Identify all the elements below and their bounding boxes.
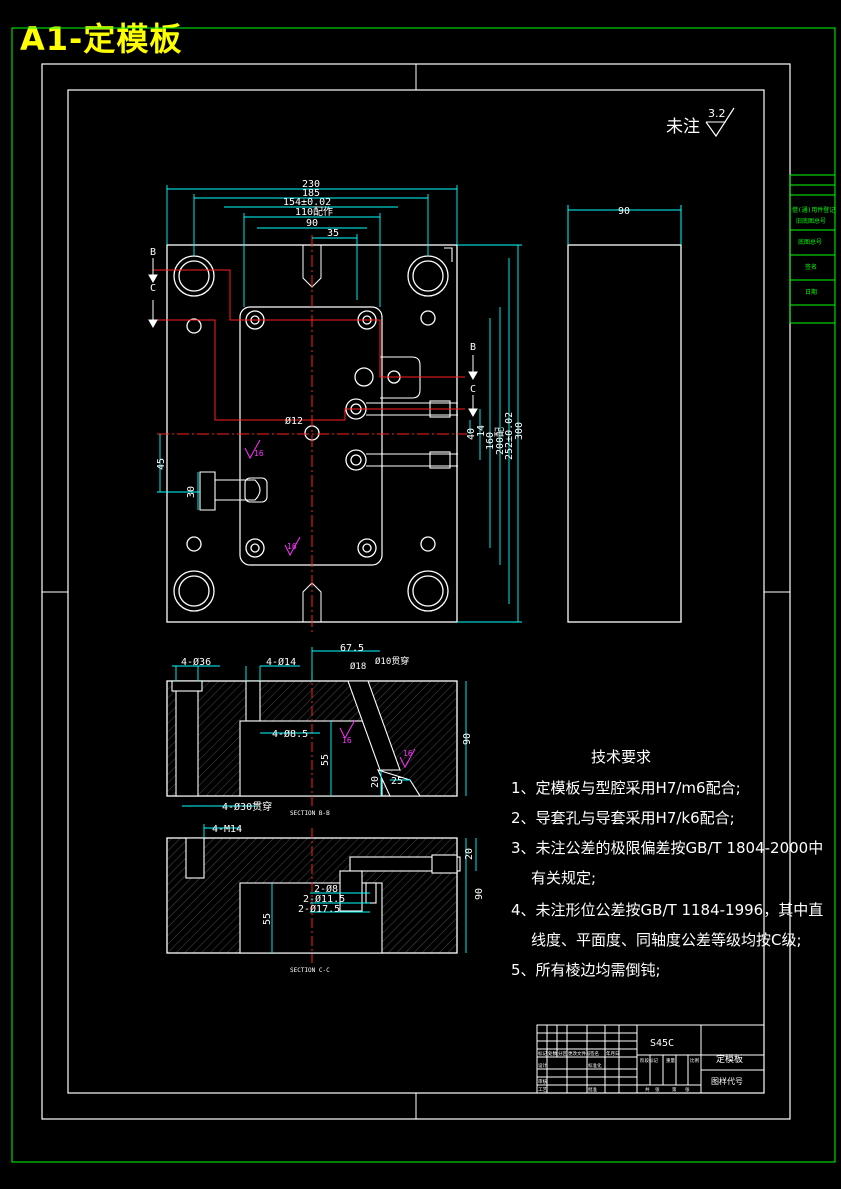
dim-label: 45 (156, 458, 167, 470)
material: S45C (650, 1038, 674, 1049)
roughness-mark: 16 (342, 736, 352, 745)
tb-cell: 共 (645, 1086, 650, 1093)
dim-label: 110配作 (295, 206, 333, 218)
dim-label: 160 (485, 432, 496, 450)
side-view (567, 205, 682, 623)
tb-cell: 标准化 (588, 1062, 602, 1069)
tb-cell: 更改文件号 (568, 1050, 591, 1057)
dim-label: 185 (302, 188, 320, 199)
tech-req-item: 4、未注形位公差按GB/T 1184-1996，其中直 (511, 901, 824, 919)
tb-cell: 第 (672, 1086, 677, 1093)
callout: 4-Ø14 (266, 656, 296, 668)
dim-label: 90 (306, 218, 318, 229)
callout: Ø18 (350, 661, 366, 672)
side-table-cell: 旧底图总号 (796, 217, 826, 225)
roughness-mark: 16 (254, 449, 264, 458)
side-table (789, 174, 836, 324)
tb-cell: 张 (655, 1086, 660, 1093)
callout: 2-Ø11.5 (303, 893, 345, 905)
tb-cell: 张 (685, 1086, 690, 1093)
dim-label: 154±0.02 (283, 197, 331, 208)
section-label-c: C (150, 283, 156, 294)
tb-cell: 标记 (538, 1050, 547, 1057)
tech-req-title: 技术要求 (591, 748, 652, 766)
dim-label: 252±0.02 (504, 412, 515, 460)
tb-cell: 批准 (588, 1086, 597, 1093)
dim-label: 300 (514, 422, 525, 440)
section-caption: SECTION B-B (290, 810, 330, 817)
callout: 67.5 (340, 643, 364, 654)
dim-label: 230 (302, 179, 320, 190)
side-table-cell: 借(通)用件登记 (792, 206, 835, 214)
tb-cell: 设计 (538, 1062, 547, 1069)
section-caption: SECTION C-C (290, 967, 330, 974)
drawing-code: 图样代号 (711, 1076, 743, 1086)
dim-label: 14 (476, 425, 487, 437)
dim-label: 20 (464, 848, 475, 860)
dim-label: 90 (462, 733, 473, 745)
dim-label: 35 (327, 228, 339, 239)
tech-req-item: 3、未注公差的极限偏差按GB/T 1804-2000中 (511, 839, 824, 857)
part-name: 定模板 (716, 1053, 743, 1065)
tech-req-item: 线度、平面度、同轴度公差等级均按C级; (531, 931, 802, 949)
roughness-mark: 16 (287, 542, 297, 551)
tech-req-item: 1、定模板与型腔采用H7/m6配合; (511, 779, 741, 797)
dim-label: 25 (391, 776, 403, 787)
tb-cell: 分区 (558, 1050, 567, 1057)
hole-label: Ø12 (285, 415, 303, 427)
callout: 4-Ø30贯穿 (222, 800, 272, 813)
tb-cell: 重量 (666, 1057, 675, 1064)
section-label-c: C (470, 384, 476, 395)
section-label-b: B (470, 342, 476, 353)
top-view (148, 185, 522, 632)
frame-border (41, 63, 791, 1120)
tb-cell: 审核 (538, 1078, 547, 1085)
side-view-dim: 90 (618, 206, 630, 217)
side-table-cell: 底图总号 (798, 238, 822, 246)
side-table-cell: 签名 (805, 263, 817, 271)
tech-req-item: 5、所有棱边均需倒钝; (511, 961, 661, 979)
dim-label: 200配 (494, 427, 506, 455)
roughness-note-label: 未注 (666, 117, 700, 137)
outer-border (11, 27, 836, 1163)
dim-label: 55 (320, 754, 331, 766)
tb-cell: 年月日 (606, 1050, 620, 1057)
dim-label: 30 (186, 486, 197, 498)
roughness-note-value: 3.2 (708, 107, 726, 120)
callout: Ø10贯穿 (375, 655, 409, 667)
dim-label: 20 (370, 776, 381, 788)
title-block (536, 1024, 765, 1094)
sheet-title: A1-定模板 (20, 20, 183, 58)
section-bb (166, 647, 467, 807)
dim-label: 90 (474, 888, 485, 900)
tb-cell: 处数 (548, 1050, 557, 1057)
tb-cell: 签名 (590, 1050, 599, 1057)
tb-cell: 阶段标记 (640, 1057, 658, 1064)
callout: 4-Ø8.5 (272, 728, 308, 740)
roughness-mark: 16 (403, 749, 413, 758)
tech-req-item: 有关规定; (531, 869, 597, 887)
tb-cell: 比例 (690, 1057, 699, 1064)
cavity-pocket (239, 306, 383, 566)
callout: 4-Ø36 (181, 656, 211, 668)
dim-label: 55 (262, 913, 273, 925)
callout: 2-Ø17.5 (298, 903, 340, 915)
tb-cell: 工艺 (538, 1087, 547, 1093)
callout: 4-M14 (212, 824, 242, 835)
section-cc (166, 824, 477, 963)
callout: 2-Ø8 (314, 883, 338, 895)
section-label-b: B (150, 247, 156, 258)
dim-label: 40 (466, 428, 477, 440)
tech-req-item: 2、导套孔与导套采用H7/k6配合; (511, 809, 735, 827)
roughness-symbol-icon (705, 107, 735, 138)
side-table-cell: 日期 (805, 288, 817, 296)
